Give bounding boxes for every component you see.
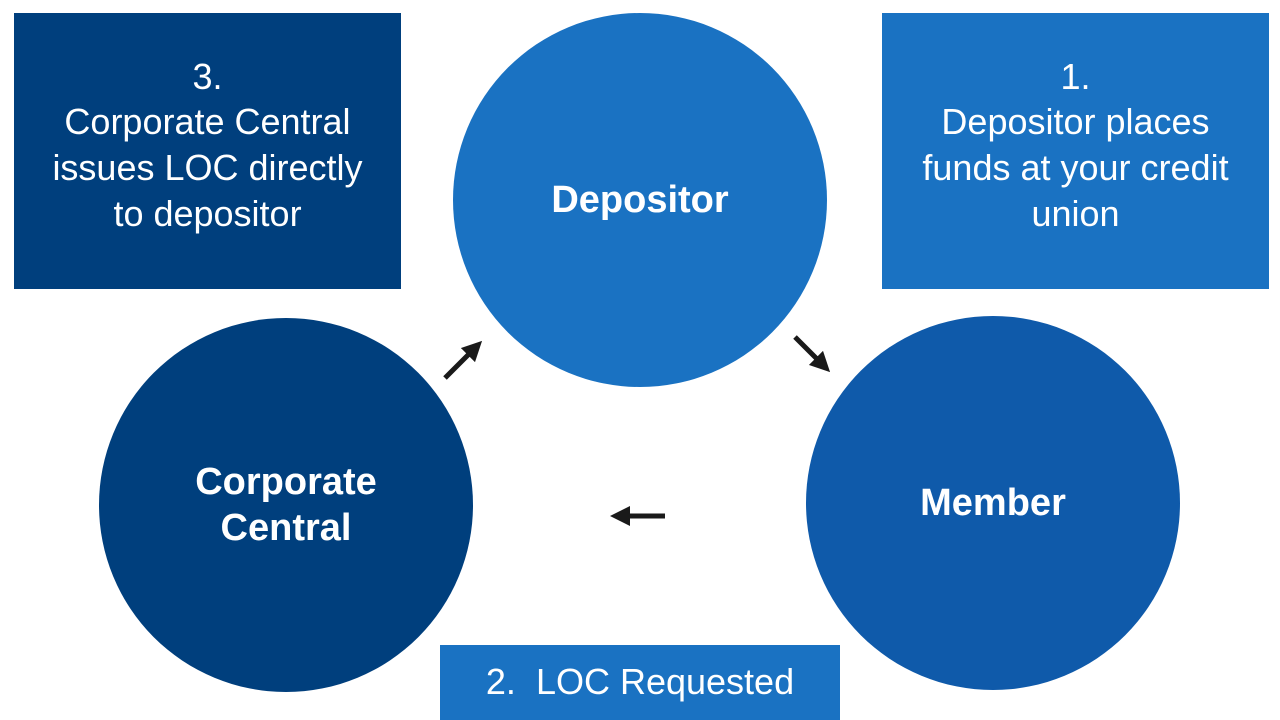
step-2-line: 2. LOC Requested [486, 659, 794, 705]
member-node: Member [806, 316, 1180, 690]
step-2-number: 2. [485, 661, 516, 702]
arrow-corporate-to-depositor [443, 340, 483, 380]
step-1-number: 1. [1060, 56, 1091, 97]
step-2-text: LOC Requested [535, 661, 795, 702]
step-3-box: 3. Corporate Central issues LOC directly… [14, 13, 401, 289]
arrow-depositor-to-member [793, 335, 831, 373]
step-1-box: 1. Depositor places funds at your credit… [882, 13, 1269, 289]
corporate-central-label: Corporate Central [195, 461, 377, 549]
step-1-text: Depositor places funds at your credit un… [922, 101, 1229, 234]
depositor-node: Depositor [453, 13, 827, 387]
member-label: Member [920, 482, 1066, 524]
step-3-text: Corporate Central issues LOC directly to… [52, 101, 363, 234]
step-2-box: 2. LOC Requested [440, 645, 840, 720]
corporate-central-node: Corporate Central [99, 318, 473, 692]
depositor-label: Depositor [551, 179, 729, 221]
step-3-number: 3. [192, 56, 223, 97]
